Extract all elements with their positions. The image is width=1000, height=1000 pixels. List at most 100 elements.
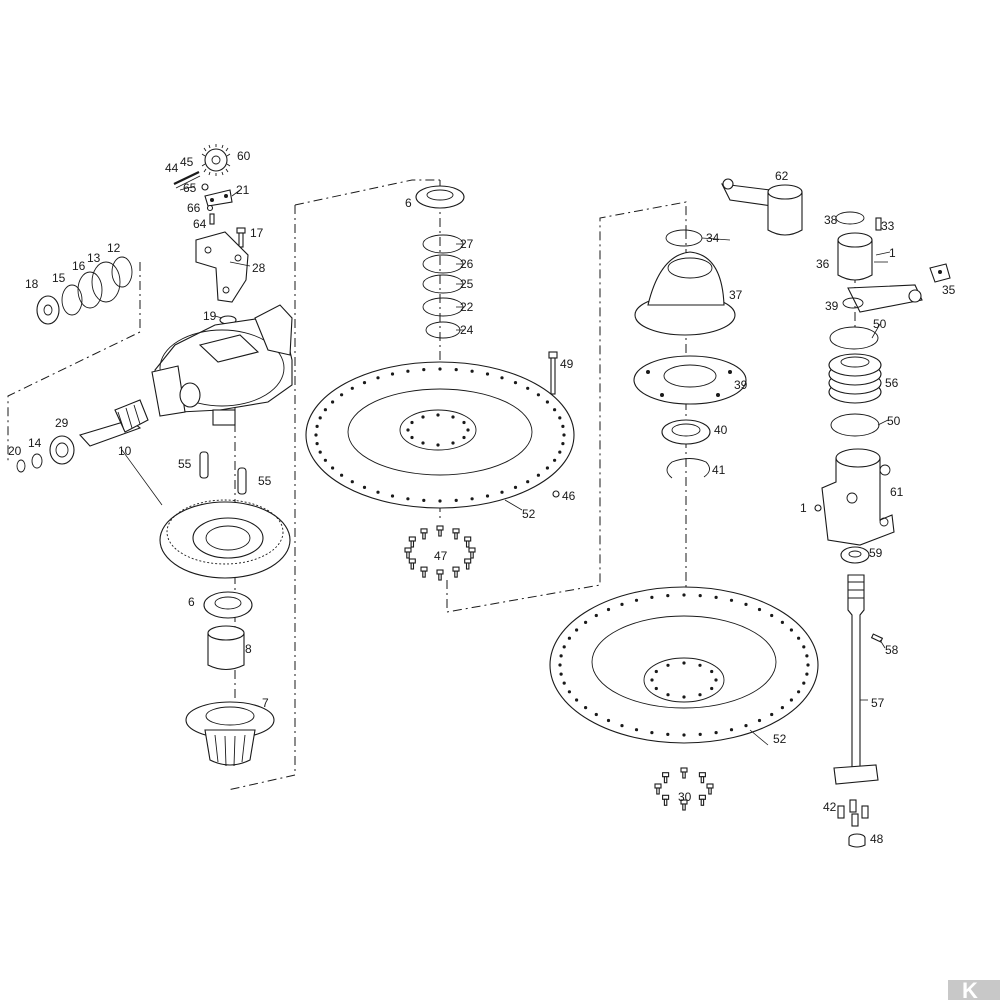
- disc-hole: [682, 661, 686, 665]
- part-label-60: 60: [237, 149, 251, 163]
- leader-lines: [121, 185, 891, 746]
- disc-hole: [744, 724, 748, 728]
- disc-hole: [584, 620, 588, 625]
- disc-hole: [513, 485, 518, 489]
- sleeve-lever-36: [837, 232, 923, 313]
- disc-hole: [318, 416, 322, 420]
- disc-hole: [340, 393, 344, 397]
- part-label-24: 24: [460, 323, 474, 337]
- bolt: [436, 525, 444, 537]
- disc-hole: [323, 408, 327, 412]
- part-label-42: 42: [823, 800, 837, 814]
- disc-hole: [421, 441, 425, 445]
- disc-hole: [558, 663, 562, 667]
- logo-background: [948, 980, 1000, 1000]
- disc-hole: [500, 490, 504, 494]
- disc-hole: [513, 381, 518, 385]
- disc-hole: [559, 654, 563, 658]
- shaft-57: [833, 574, 879, 785]
- bolt: [654, 783, 662, 795]
- disc-hole: [802, 681, 806, 685]
- pin-33: [875, 217, 882, 231]
- disc-hole: [561, 442, 565, 446]
- part-label-20: 20: [8, 444, 22, 458]
- part-label-6-lower: 6: [188, 595, 195, 609]
- part-label-61: 61: [890, 485, 904, 499]
- part-label-1-lower: 1: [800, 501, 807, 515]
- bracket-21: [204, 189, 233, 207]
- disc-hole: [350, 480, 354, 484]
- bolt: [662, 794, 670, 806]
- cutting-disc-52-middle: [305, 361, 575, 509]
- disc-hole: [567, 636, 572, 640]
- disc-hole: [682, 593, 686, 597]
- disc-hole: [780, 620, 785, 625]
- gearbox-housing: [151, 304, 293, 426]
- ring-38: [835, 211, 865, 225]
- part-label-50-upper: 50: [873, 317, 887, 331]
- disc-hole: [553, 408, 557, 412]
- nipple-1-lower: [814, 504, 822, 512]
- disc-hole: [666, 594, 670, 598]
- part-label-30: 30: [678, 790, 692, 804]
- disc-hole: [422, 368, 426, 372]
- screw-64: [209, 213, 215, 225]
- disc-hole: [806, 663, 810, 667]
- disc-hole: [802, 645, 806, 649]
- bolt: [420, 528, 428, 540]
- part-label-57: 57: [871, 696, 885, 710]
- part-label-35: 35: [942, 283, 956, 297]
- part-label-34: 34: [706, 231, 720, 245]
- part-label-1-upper: 1: [889, 246, 896, 260]
- part-label-36: 36: [816, 257, 830, 271]
- disc-hole: [410, 420, 414, 425]
- disc-hole: [362, 485, 367, 489]
- disc-hole-pattern-right: [558, 593, 810, 737]
- bolt: [452, 528, 460, 540]
- disc-hole: [315, 442, 319, 446]
- disc-hole: [406, 369, 410, 373]
- disc-hole: [682, 695, 686, 699]
- bellows-56: [828, 353, 882, 404]
- ring-39-right: [842, 297, 864, 309]
- disc-hole: [545, 400, 550, 404]
- part-label-50-lower: 50: [887, 414, 901, 428]
- disc-hole: [710, 686, 714, 691]
- part-label-37: 37: [729, 288, 743, 302]
- cover-cone-37: [634, 251, 736, 336]
- disc-hole: [575, 628, 579, 632]
- disc-hole: [451, 441, 455, 445]
- bolt: [408, 558, 416, 570]
- disc-hole: [714, 731, 718, 735]
- part-label-55-left: 55: [178, 457, 192, 471]
- disc-hole: [562, 681, 566, 685]
- part-label-17: 17: [250, 226, 264, 240]
- screw-66: [206, 204, 214, 212]
- housing-61: [821, 448, 895, 546]
- disc-hole: [620, 724, 624, 728]
- part-label-15: 15: [52, 271, 66, 285]
- bearing-59: [840, 546, 870, 564]
- disc-hole: [620, 602, 624, 607]
- part-label-13: 13: [87, 251, 101, 265]
- key-55-right: [237, 467, 247, 495]
- disc-hole: [606, 607, 611, 612]
- bolt: [420, 566, 428, 578]
- logo-letter: K: [962, 978, 978, 1000]
- key-55-left: [199, 451, 209, 479]
- part-label-7: 7: [262, 696, 269, 710]
- disc-hole: [422, 498, 426, 502]
- seal-stack-middle: [415, 185, 465, 339]
- disc-hole: [710, 669, 714, 674]
- disc-hole: [666, 663, 670, 667]
- disc-hole: [323, 458, 327, 462]
- part-label-44: 44: [165, 161, 179, 175]
- disc-hole: [682, 733, 686, 737]
- part-label-26: 26: [460, 257, 474, 271]
- part-label-40: 40: [714, 423, 728, 437]
- disc-hole: [559, 672, 563, 676]
- bolt: [706, 783, 714, 795]
- part-label-49: 49: [560, 357, 574, 371]
- part-label-64: 64: [193, 217, 207, 231]
